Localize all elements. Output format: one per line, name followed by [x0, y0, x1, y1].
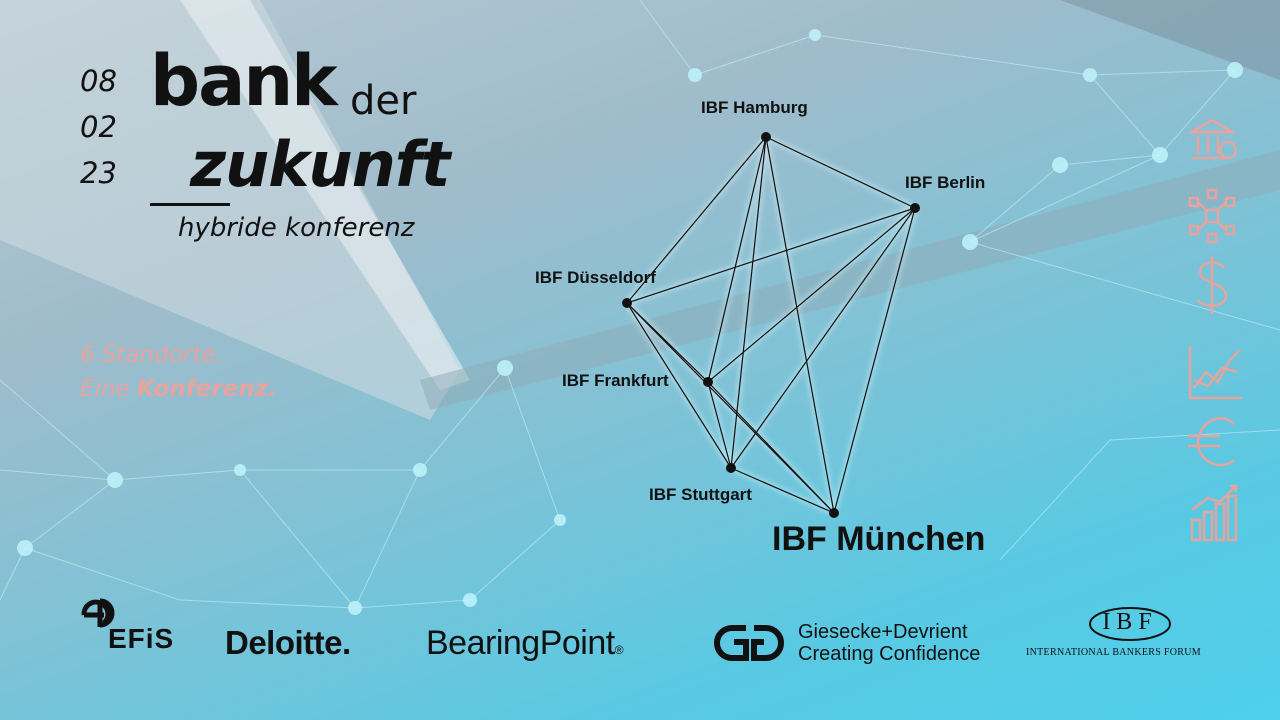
blockchain-icon — [1188, 188, 1236, 244]
event-subtitle: hybride konferenz — [178, 213, 415, 243]
bar-chart-icon — [1190, 484, 1238, 542]
location-duesseldorf: IBF Düsseldorf — [535, 268, 656, 287]
tagline-line2: Eine Konferenz. — [80, 372, 277, 406]
connection-line-stuttgart-muenchen — [730, 467, 835, 514]
ibf-logo-mark: IBF — [1080, 606, 1180, 642]
event-date-month: 02 — [80, 110, 117, 144]
connection-line-berlin-frankfurt — [707, 207, 916, 383]
bearingpoint-logo-text: BearingPoint — [426, 624, 615, 662]
connection-line-hamburg-berlin — [765, 136, 916, 209]
building-glass-panel — [0, 0, 460, 420]
efis-logo-mark — [81, 598, 115, 628]
location-node-berlin — [910, 203, 920, 213]
building-roof-edge — [420, 150, 1280, 410]
location-frankfurt: IBF Frankfurt — [562, 371, 669, 390]
euro-icon — [1188, 417, 1235, 467]
ibf-initials: IBF — [1102, 609, 1158, 635]
location-stuttgart: IBF Stuttgart — [649, 485, 752, 504]
gd-logo-text: Giesecke+Devrient Creating Confidence — [798, 621, 980, 665]
bearingpoint-registered-mark: ® — [614, 643, 624, 657]
deloitte-logo: Deloitte. — [225, 624, 351, 661]
connection-line-berlin-muenchen — [833, 207, 916, 514]
gd-claim: Creating Confidence — [798, 643, 981, 665]
location-node-muenchen — [829, 508, 839, 518]
gd-name: Giesecke+Devrient — [798, 621, 968, 643]
connection-line-berlin-duesseldorf — [626, 207, 916, 304]
connection-line-duesseldorf-muenchen — [626, 302, 835, 514]
building-beam — [180, 0, 470, 390]
location-node-hamburg — [761, 132, 771, 142]
connection-line-frankfurt-stuttgart — [707, 381, 732, 469]
connection-line-hamburg-frankfurt — [707, 136, 767, 383]
location-node-frankfurt — [703, 377, 713, 387]
location-muenchen: IBF München — [772, 520, 986, 558]
tagline-line1: 6 Standorte. — [80, 342, 223, 368]
tagline-line2-prefix: Eine — [80, 376, 137, 402]
location-hamburg: IBF Hamburg — [701, 98, 808, 117]
finance-icon-column — [1187, 118, 1242, 542]
tagline: 6 Standorte. Eine Konferenz. — [80, 338, 277, 406]
ibf-logo-text: INTERNATIONAL BANKERS FORUM — [1026, 647, 1201, 658]
gd-logo-mark — [714, 625, 784, 661]
connection-line-hamburg-muenchen — [765, 136, 835, 514]
connection-line-hamburg-duesseldorf — [626, 136, 767, 304]
title-underscore — [150, 203, 230, 206]
bearingpoint-logo: BearingPoint® — [426, 624, 624, 663]
tagline-line2-bold: Konferenz. — [136, 376, 277, 402]
title-der: der — [350, 78, 417, 124]
connection-line-berlin-stuttgart — [730, 207, 916, 469]
location-berlin: IBF Berlin — [905, 173, 986, 192]
location-node-duesseldorf — [622, 298, 632, 308]
efis-logo-text: EFiS — [108, 623, 175, 654]
bank-building-icon — [1187, 118, 1238, 160]
connection-line-hamburg-stuttgart — [730, 136, 767, 469]
event-date-year: 23 — [80, 156, 117, 190]
location-node-stuttgart — [726, 463, 736, 473]
line-chart-icon — [1188, 346, 1242, 400]
title-bank: bank — [150, 40, 338, 122]
dollar-icon — [1196, 256, 1228, 314]
connection-line-frankfurt-muenchen — [707, 381, 835, 514]
title-zukunft: zukunft — [190, 128, 450, 201]
connection-line-duesseldorf-stuttgart — [626, 302, 732, 469]
event-date: 08 02 23 — [80, 58, 117, 196]
building-corner — [1060, 0, 1280, 80]
event-date-day: 08 — [80, 64, 117, 98]
network-nodes — [17, 29, 1243, 615]
